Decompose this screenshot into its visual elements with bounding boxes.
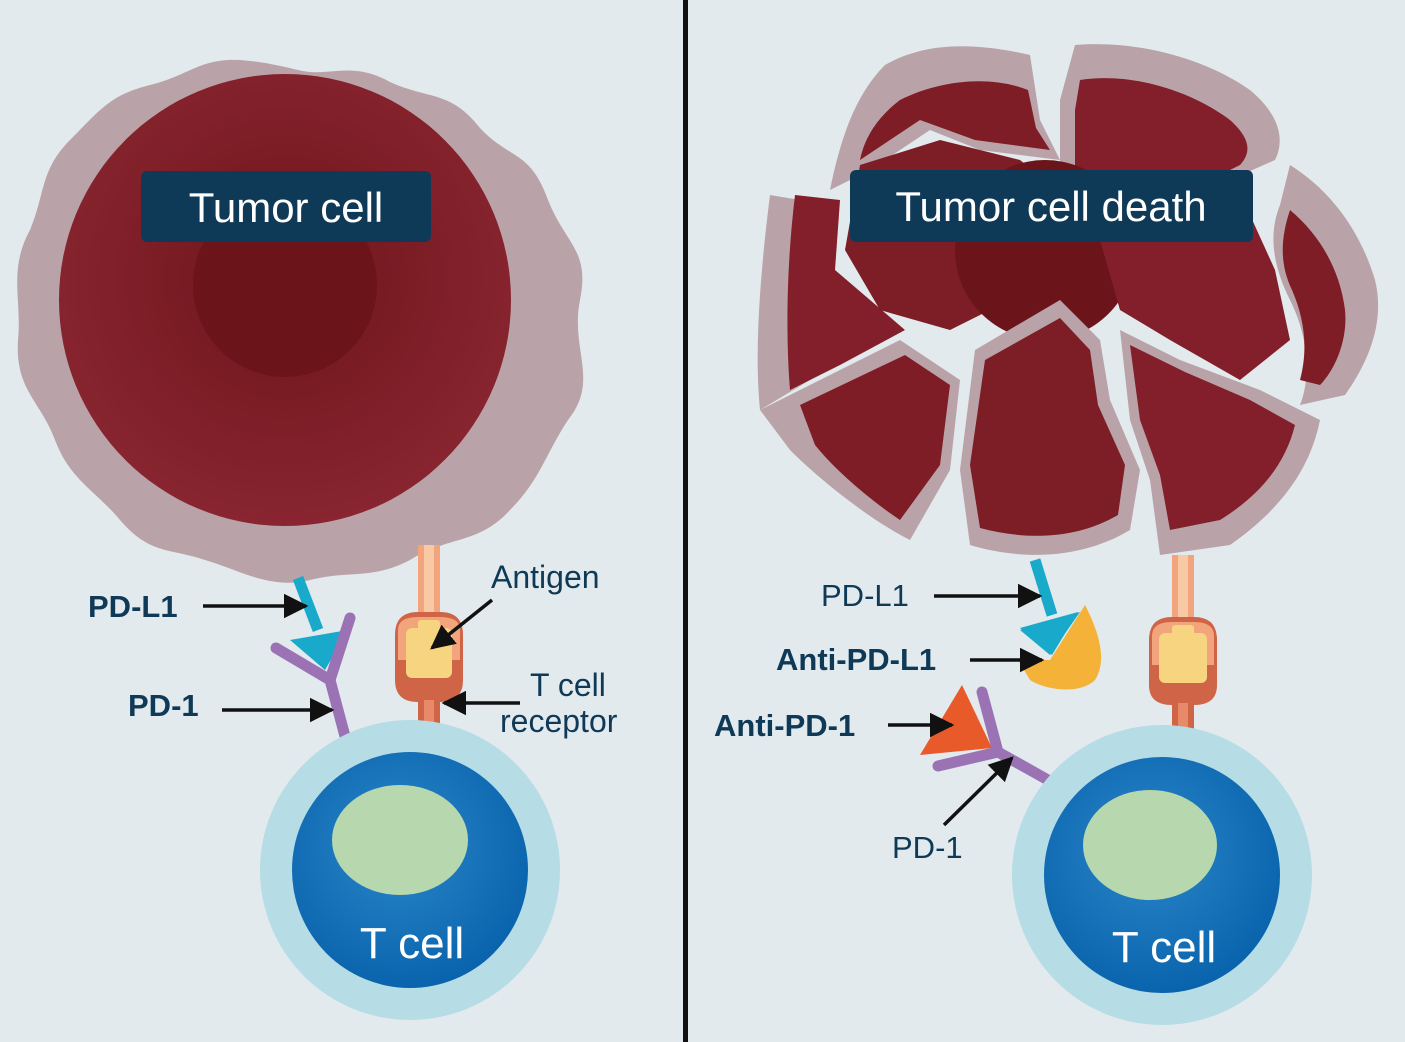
antigen xyxy=(406,620,452,678)
label-pd-l1-right: PD-L1 xyxy=(821,578,909,613)
label-pd-1: PD-1 xyxy=(128,688,199,723)
label-anti-pd-1: Anti-PD-1 xyxy=(714,708,855,743)
t-cell-nucleus xyxy=(1083,790,1217,900)
t-cell-nucleus xyxy=(332,785,468,895)
arrow-pd-1-right xyxy=(942,756,1014,827)
arrow-antigen xyxy=(430,598,494,650)
tumor-fragment xyxy=(787,195,905,390)
pd-l1-tip xyxy=(1020,612,1080,655)
label-tcr-line2: receptor xyxy=(500,703,618,739)
tumor-fragment xyxy=(1130,345,1295,530)
t-cell: T cell xyxy=(260,720,560,1020)
tumor-cell-death-title: Tumor cell death xyxy=(895,183,1206,230)
label-anti-pd-l1: Anti-PD-L1 xyxy=(776,642,936,677)
panel-divider xyxy=(683,0,688,1042)
tumor-cell-death-title-box: Tumor cell death xyxy=(850,170,1253,242)
label-pd-l1: PD-L1 xyxy=(88,589,178,624)
label-antigen: Antigen xyxy=(491,559,600,595)
t-cell-label-right: T cell xyxy=(1112,923,1216,972)
tumor-cell-title-box: Tumor cell xyxy=(141,171,431,242)
label-pd-1-right: PD-1 xyxy=(892,830,963,865)
label-tcr-line1: T cell xyxy=(530,667,606,703)
tumor-fragment xyxy=(800,355,950,520)
t-cell-receptor-right xyxy=(1149,555,1217,743)
tumor-fragment xyxy=(860,81,1050,160)
t-cell-right: T cell xyxy=(1012,725,1312,1025)
tumor-cell-fragmented xyxy=(757,44,1379,555)
tumor-fragment xyxy=(1282,210,1346,385)
anti-pd-1-antibody xyxy=(920,685,992,755)
tumor-fragment xyxy=(970,318,1125,536)
right-panel: Tumor cell death xyxy=(714,44,1379,1025)
left-panel: Tumor cell xyxy=(17,59,618,1020)
pd-1-receptor xyxy=(270,612,356,746)
tumor-fragment xyxy=(1100,200,1290,380)
t-cell-label: T cell xyxy=(360,919,464,968)
tumor-cell-title: Tumor cell xyxy=(189,184,383,231)
